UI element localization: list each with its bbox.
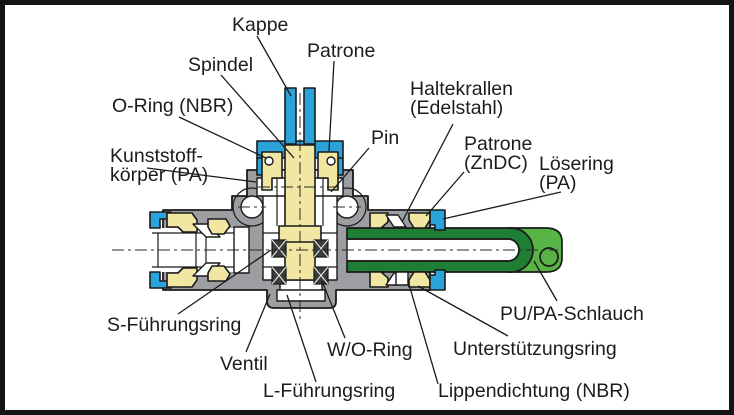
leader-spindel xyxy=(220,74,295,159)
left-release-ring-bottom xyxy=(149,271,172,289)
leader-haltekrallen xyxy=(401,123,454,223)
leader-pin xyxy=(330,147,370,193)
right-lip-seal-bottom xyxy=(408,271,431,288)
leader-lines xyxy=(146,35,562,385)
left-cartridge-seal-bottom xyxy=(166,267,198,288)
cup-interior xyxy=(276,289,326,302)
leader-unterstuetzungsring xyxy=(417,285,509,337)
l-guide-ring-left xyxy=(271,266,287,285)
leader-ventil xyxy=(245,293,271,353)
label-kunststoffkoerper-1: Kunststoff- xyxy=(110,145,203,167)
leader-oring xyxy=(178,116,267,159)
leader-wo-ring xyxy=(321,280,346,339)
leader-kappe xyxy=(256,35,292,97)
labels: Kappe Spindel Patrone O-Ring (NBR) Kunst… xyxy=(107,14,644,402)
tube-wall-section xyxy=(346,227,534,273)
leader-lippendichtung xyxy=(407,280,439,385)
spindle-oring-right xyxy=(326,156,336,166)
support-ring xyxy=(395,271,409,286)
cap-prong-right xyxy=(303,87,316,145)
bore-edge-stubs xyxy=(263,232,337,268)
label-ventil: Ventil xyxy=(220,353,268,375)
label-s-fuehrungsring: S-Führungsring xyxy=(107,314,241,336)
s-guide-ring-left xyxy=(271,239,287,258)
spindle-oring-left xyxy=(264,156,274,166)
label-kunststoffkoerper-2: körper (PA) xyxy=(110,164,208,186)
right-cartridge-seal-top xyxy=(369,212,389,229)
right-release-ring-top xyxy=(429,209,446,231)
label-loesering-2: (PA) xyxy=(539,172,577,194)
center-lines xyxy=(112,93,558,322)
right-port xyxy=(369,209,446,291)
left-cartridge-seal-top xyxy=(166,212,198,233)
label-kappe: Kappe xyxy=(232,14,288,36)
s-guide-ring-right xyxy=(313,239,329,258)
label-unterstuetzungsring: Unterstützungsring xyxy=(453,338,617,360)
right-release-ring-bottom xyxy=(429,269,446,291)
l-guide-ring-right xyxy=(313,266,329,285)
right-claw-top xyxy=(385,214,407,228)
leader-patrone-top xyxy=(328,60,335,152)
label-wo-ring: W/O-Ring xyxy=(327,339,413,361)
cap-prong-left xyxy=(284,87,297,145)
label-lippendichtung: Lippendichtung (NBR) xyxy=(438,380,630,402)
label-haltekrallen-1: Haltekrallen xyxy=(410,78,513,100)
label-l-fuehrungsring: L-Führungsring xyxy=(263,380,395,402)
leader-kunststoffkoerper xyxy=(146,167,257,183)
leader-loesering xyxy=(442,191,562,220)
label-pin: Pin xyxy=(371,127,399,149)
label-pupa-schlauch: PU/PA-Schlauch xyxy=(500,303,644,325)
stem-seal-rings xyxy=(271,239,329,285)
tube-end-bore xyxy=(539,247,559,267)
right-cartridge-seal-bottom xyxy=(369,271,389,288)
label-patrone-zndc-2: (ZnDC) xyxy=(464,152,528,174)
leader-pupa-schlauch xyxy=(533,260,558,302)
label-spindel: Spindel xyxy=(188,54,253,76)
label-oring: O-Ring (NBR) xyxy=(112,95,233,117)
left-release-ring-top xyxy=(149,211,172,229)
leader-patrone-zndc xyxy=(425,171,465,217)
label-patrone-zndc-1: Patrone xyxy=(464,133,532,155)
label-patrone-top: Patrone xyxy=(307,40,375,62)
leader-l-fuehrungsring xyxy=(286,294,317,383)
left-lip-seal-top xyxy=(207,218,231,235)
label-loesering-1: Lösering xyxy=(539,153,614,175)
label-haltekrallen-2: (Edelstahl) xyxy=(410,97,503,119)
leader-s-fuehrungsring xyxy=(177,249,272,315)
